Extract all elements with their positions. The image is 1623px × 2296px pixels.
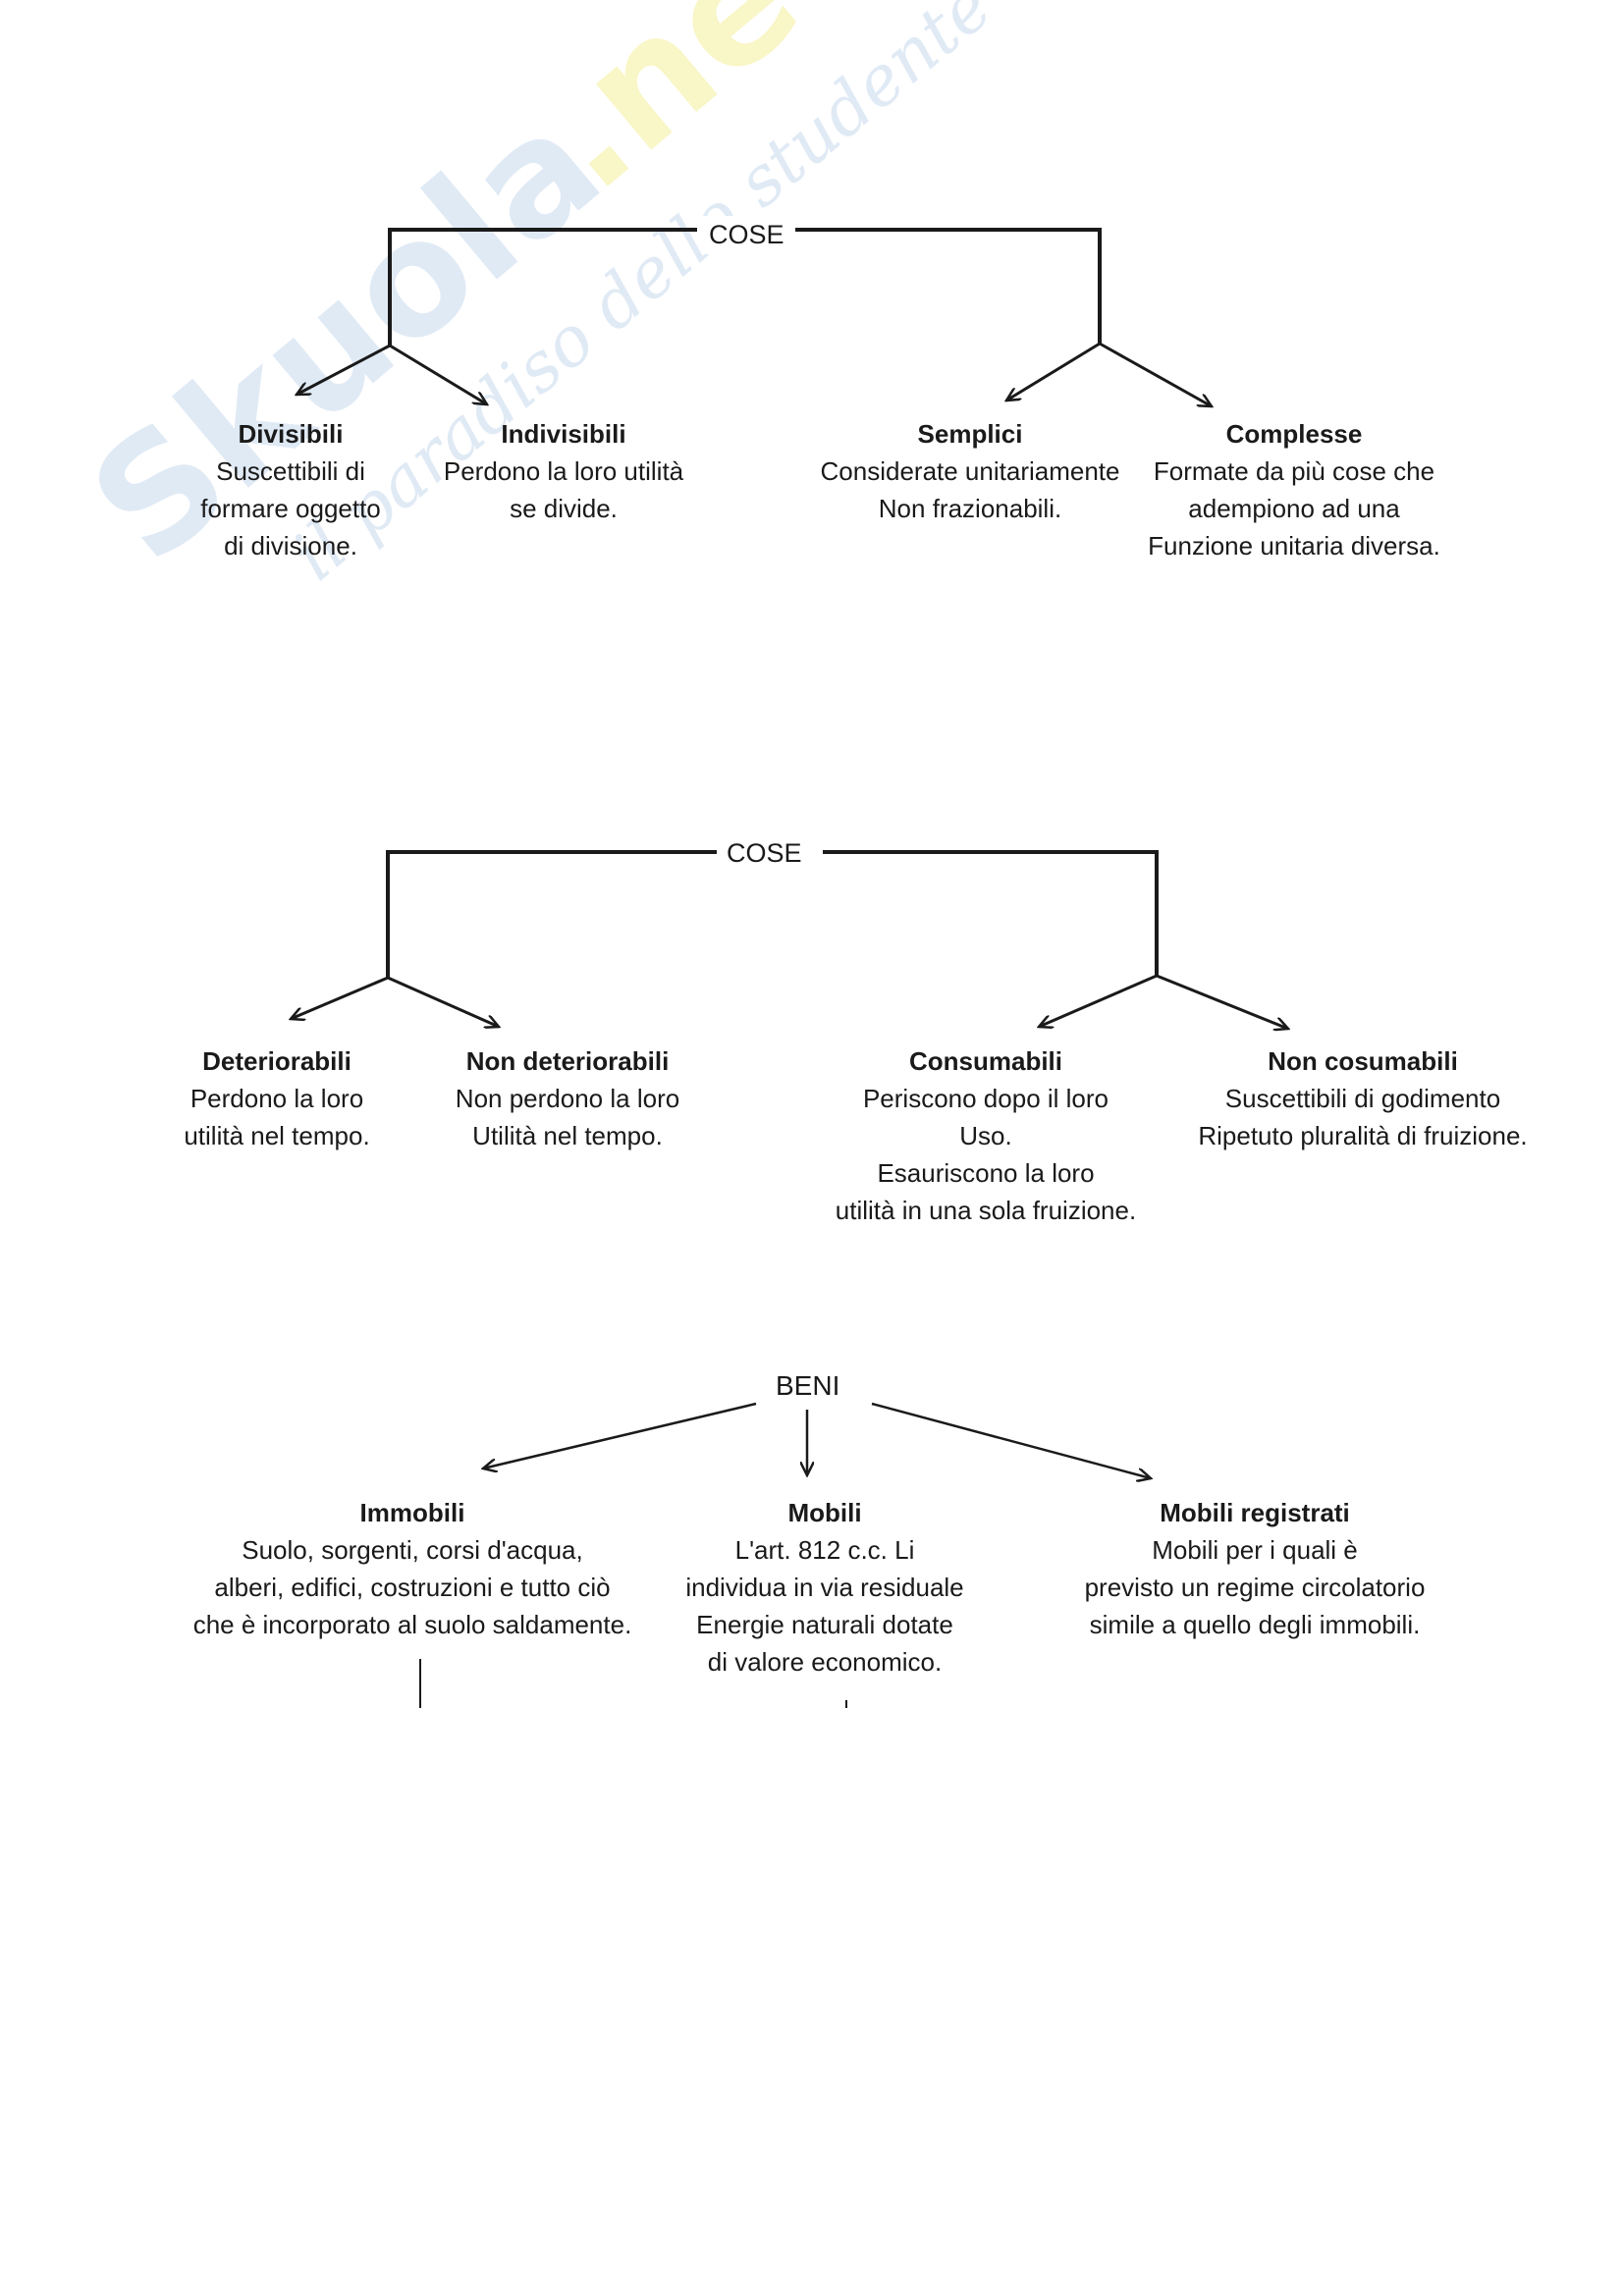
desc-line: Non frazionabili. <box>878 494 1062 523</box>
desc-line: utilità nel tempo. <box>184 1121 370 1150</box>
desc-line: Perdono la loro <box>189 1084 364 1113</box>
node-description: Formate da più cose che adempiono ad una… <box>1148 453 1440 564</box>
desc-line: Suscettibili di <box>216 456 365 486</box>
desc-line: L'art. 812 c.c. Li <box>734 1535 915 1565</box>
node-mobili-registrati: Mobili registrati Mobili per i quali è p… <box>1085 1494 1426 1643</box>
node-title: Deteriorabili <box>202 1046 352 1076</box>
node-description: Perdono la loro utilità nel tempo. <box>184 1080 369 1154</box>
desc-line: di divisione. <box>224 531 357 561</box>
node-deteriorabili: Deteriorabili Perdono la loro utilità ne… <box>184 1042 369 1154</box>
desc-line: Ripetuto pluralità di fruizione. <box>1198 1121 1528 1150</box>
node-description: Suolo, sorgenti, corsi d'acqua, alberi, … <box>193 1531 632 1643</box>
node-mobili: Mobili L'art. 812 c.c. Li individua in v… <box>685 1494 963 1681</box>
desc-line: Suscettibili di godimento <box>1224 1084 1501 1113</box>
diagram2-root-label: COSE <box>719 834 810 873</box>
node-title: Mobili <box>787 1498 862 1527</box>
node-title: Semplici <box>917 419 1023 449</box>
node-non-cosumabili: Non cosumabili Suscettibili di godimento… <box>1198 1042 1527 1154</box>
desc-line: Considerate unitariamente <box>820 456 1120 486</box>
node-consumabili: Consumabili Periscono dopo il loro Uso. … <box>836 1042 1136 1229</box>
node-title: Non deteriorabili <box>465 1046 670 1076</box>
node-indivisibili: Indivisibili Perdono la loro utilità se … <box>444 415 683 527</box>
desc-line: individua in via residuale <box>685 1573 964 1602</box>
node-title: Immobili <box>359 1498 465 1527</box>
desc-line: che è incorporato al suolo saldamente. <box>192 1610 632 1639</box>
node-title: Complesse <box>1225 419 1363 449</box>
node-non-deteriorabili: Non deteriorabili Non perdono la loro Ut… <box>456 1042 679 1154</box>
node-title: Indivisibili <box>501 419 626 449</box>
desc-line: Utilità nel tempo. <box>472 1121 663 1150</box>
node-title: Divisibili <box>238 419 344 449</box>
node-semplici: Semplici Considerate unitariamente Non f… <box>821 415 1120 527</box>
diagram3-root-label: BENI <box>776 1370 840 1401</box>
node-complesse: Complesse Formate da più cose che adempi… <box>1148 415 1440 564</box>
node-divisibili: Divisibili Suscettibili di formare ogget… <box>200 415 381 564</box>
desc-line: se divide. <box>510 494 618 523</box>
node-description: Suscettibili di godimento Ripetuto plura… <box>1198 1080 1527 1154</box>
desc-line: previsto un regime circolatorio <box>1084 1573 1426 1602</box>
desc-line: Periscono dopo il loro <box>862 1084 1109 1113</box>
diagram1-connectors <box>297 228 1212 406</box>
node-description: Suscettibili di formare oggetto di divis… <box>200 453 381 564</box>
node-title: Non cosumabili <box>1268 1046 1458 1076</box>
node-title: Consumabili <box>908 1046 1062 1076</box>
desc-line: Non perdono la loro <box>455 1084 680 1113</box>
desc-line: Formate da più cose che <box>1153 456 1435 486</box>
node-description: L'art. 812 c.c. Li individua in via resi… <box>685 1531 963 1681</box>
desc-line: utilità in una sola fruizione. <box>835 1196 1137 1225</box>
node-description: Non perdono la loro Utilità nel tempo. <box>456 1080 679 1154</box>
desc-line: Esauriscono la loro <box>877 1158 1095 1188</box>
desc-line: Funzione unitaria diversa. <box>1148 531 1440 561</box>
desc-line: formare oggetto <box>200 494 381 523</box>
desc-line: simile a quello degli immobili. <box>1089 1610 1421 1639</box>
desc-line: Suolo, sorgenti, corsi d'acqua, <box>242 1535 583 1565</box>
node-description: Periscono dopo il loro Uso. Esauriscono … <box>836 1080 1136 1229</box>
node-description: Mobili per i quali è previsto un regime … <box>1085 1531 1426 1643</box>
diagram2-connectors <box>291 850 1288 1029</box>
desc-line: Uso. <box>959 1121 1012 1150</box>
desc-line: adempiono ad una <box>1188 494 1400 523</box>
node-description: Considerate unitariamente Non frazionabi… <box>821 453 1120 527</box>
diagram1-root-label: COSE <box>701 216 792 254</box>
desc-line: di valore economico. <box>707 1647 943 1677</box>
diagram3-connectors <box>419 1402 1151 1708</box>
node-immobili: Immobili Suolo, sorgenti, corsi d'acqua,… <box>193 1494 632 1643</box>
node-description: Perdono la loro utilità se divide. <box>444 453 683 527</box>
desc-line: alberi, edifici, costruzioni e tutto ciò <box>214 1573 611 1602</box>
node-title: Mobili registrati <box>1160 1498 1350 1527</box>
desc-line: Perdono la loro utilità <box>443 456 684 486</box>
desc-line: Mobili per i quali è <box>1152 1535 1358 1565</box>
desc-line: Energie naturali dotate <box>696 1610 953 1639</box>
